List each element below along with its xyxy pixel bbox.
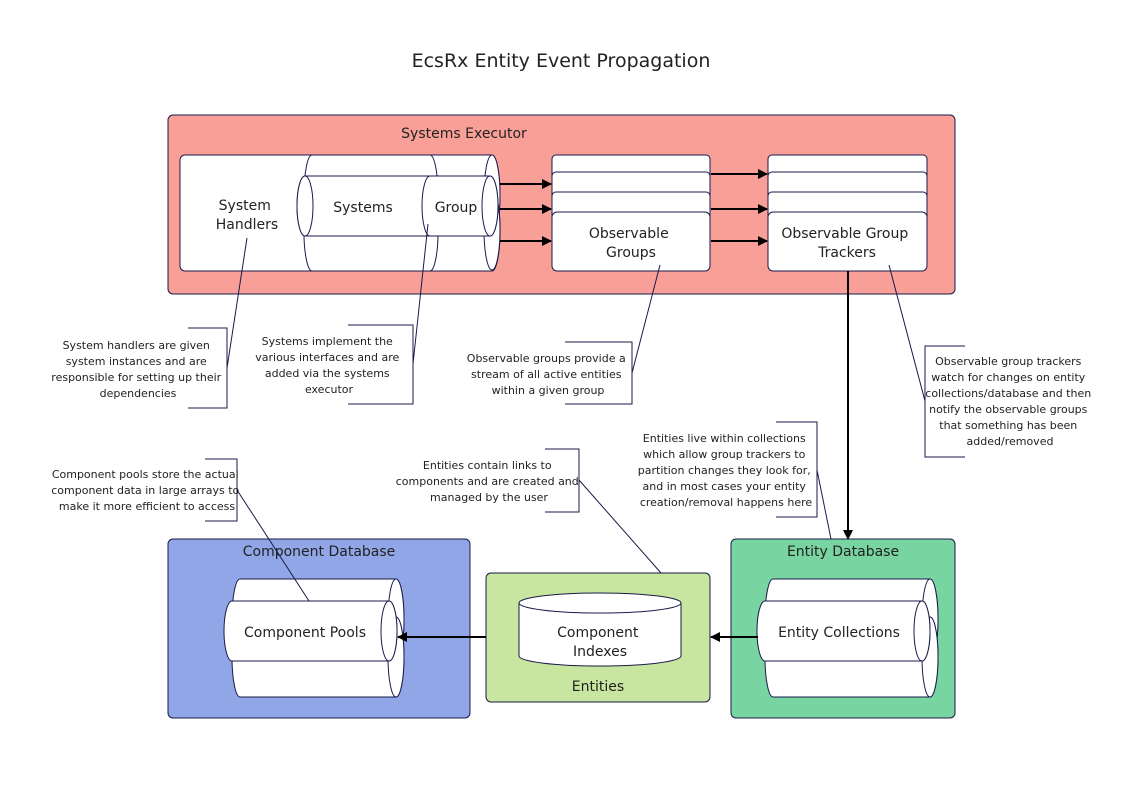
systems-note-connector <box>412 223 429 365</box>
entities-contain-note-connector <box>578 479 662 574</box>
observable-group-trackers-stack <box>767 154 928 272</box>
observable-groups-stack <box>551 154 711 272</box>
observable-group-trackers-label: Observable Group Trackers <box>781 226 912 261</box>
component-database-label: Component Database <box>243 544 396 560</box>
component-pools-cylinder-stack <box>223 578 405 698</box>
entities-label: Entities <box>572 679 624 695</box>
system-handlers-label: System Handlers <box>216 198 278 233</box>
observable-group-trackers-note-connector <box>888 264 926 402</box>
component-pools-note: Component pools store the actual compone… <box>51 468 243 513</box>
systems-cylinder-stack <box>296 154 501 272</box>
group-label: Group <box>435 200 478 216</box>
entities-live-note: Entities live within collections which a… <box>638 432 814 509</box>
entity-collections-cylinder-stack <box>756 578 939 698</box>
observable-groups-label: Observable Groups <box>589 226 673 261</box>
systems-note-bracket <box>348 324 414 405</box>
system-handlers-note: System handlers are given system instanc… <box>51 339 224 400</box>
system-handlers-note-connector <box>226 237 248 369</box>
component-indexes-cylinder <box>518 592 682 667</box>
component-indexes-label: Component Indexes <box>557 625 643 660</box>
observable-group-trackers-note: Observable group trackers watch for chan… <box>925 355 1094 448</box>
diagram-title: EcsRx Entity Event Propagation <box>412 50 711 72</box>
observable-groups-to-trackers-arrows <box>711 169 768 246</box>
observable-groups-note-connector <box>631 264 661 374</box>
systems-label: Systems <box>333 200 393 216</box>
entity-collections-label: Entity Collections <box>778 625 900 641</box>
group-to-observable-groups-arrows <box>500 179 552 246</box>
component-pools-label: Component Pools <box>244 625 366 641</box>
entities-live-note-connector <box>816 469 832 540</box>
component-pools-note-connector <box>236 489 310 602</box>
systems-executor-label: Systems Executor <box>401 126 527 142</box>
observable-group-trackers-note-bracket <box>924 345 965 458</box>
entity-database-label: Entity Database <box>787 544 899 560</box>
entities-contain-note: Entities contain links to components and… <box>396 459 583 504</box>
observable-groups-note: Observable groups provide a stream of al… <box>467 352 629 397</box>
entities-live-note-bracket <box>776 421 818 518</box>
systems-note: Systems implement the various interfaces… <box>255 335 403 396</box>
